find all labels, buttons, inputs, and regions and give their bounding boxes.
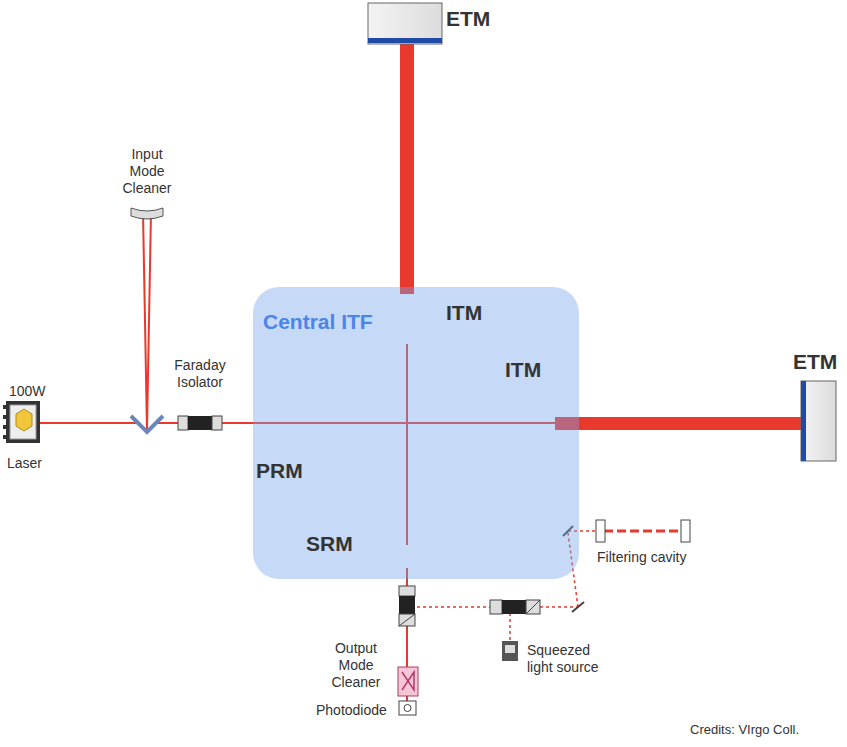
- rotator: [188, 416, 212, 430]
- polarizer: [490, 600, 502, 614]
- squeezed-beam: [417, 606, 490, 608]
- mirror-label: ETM: [793, 349, 837, 374]
- arm-beam: [400, 44, 414, 294]
- beam: [40, 422, 138, 424]
- mirror-label: PRM: [256, 458, 303, 483]
- laser-housing: [6, 401, 40, 443]
- component-label: Faraday Isolator: [165, 357, 235, 391]
- pbs-face: [526, 600, 540, 614]
- polarizer: [399, 614, 415, 626]
- credit-note: Credits: VIrgo Coll.: [690, 722, 799, 738]
- squeezer: [502, 641, 518, 661]
- laser-pin: [3, 405, 6, 409]
- polarizer: [212, 416, 222, 430]
- rotator: [502, 600, 526, 614]
- polarizer: [399, 586, 415, 596]
- mirror-label: ITM: [446, 300, 482, 325]
- beam: [143, 212, 147, 430]
- photodiode-sensor: [404, 705, 411, 712]
- imc-mirror: [131, 208, 163, 219]
- rotator: [399, 596, 415, 614]
- pbs-face: [399, 614, 415, 626]
- component-label: Output Mode Cleaner: [322, 640, 390, 690]
- laser-crystal: [16, 409, 32, 431]
- steering-mirror: [572, 602, 584, 612]
- polarizer: [178, 416, 188, 430]
- squeezed-beam: [509, 612, 511, 640]
- imc-input-mirrors: [131, 416, 163, 432]
- component-label: Input Mode Cleaner: [112, 146, 182, 196]
- component-label: Photodiode: [316, 702, 387, 719]
- mirror-label: SRM: [306, 531, 353, 556]
- omc-beam-path: [402, 672, 414, 690]
- photodiode: [399, 701, 416, 715]
- laser-housing: [10, 405, 36, 439]
- laser-pin: [3, 415, 6, 419]
- polarizer: [526, 600, 540, 614]
- mirror-coating: [801, 381, 806, 461]
- laser-pin: [3, 425, 6, 429]
- beam: [147, 212, 151, 430]
- component-label: 100W: [9, 383, 46, 400]
- output-isolator: [399, 586, 415, 626]
- component-label: Laser: [7, 455, 42, 472]
- cavity-mirror: [596, 520, 605, 542]
- squeezer-isolator: [490, 600, 540, 614]
- laser-pins: [3, 405, 6, 439]
- squeezed-beam: [540, 606, 578, 608]
- region-band: Central ITF: [253, 287, 579, 579]
- faraday-isolator: [178, 416, 222, 430]
- mirror-coating: [368, 38, 442, 43]
- end-test-mass: [368, 3, 442, 44]
- filter-cavity-beam: [604, 530, 682, 533]
- arm-beam: [555, 417, 801, 430]
- component-label: Filtering cavity: [597, 549, 686, 566]
- mirror-label: ITM: [505, 357, 541, 382]
- end-test-mass: [801, 381, 836, 461]
- laser-pin: [3, 435, 6, 439]
- region-title: Central ITF: [263, 309, 579, 334]
- cavity-mirror: [681, 520, 690, 542]
- component-label: Squeezed light source: [527, 642, 611, 676]
- output-mode-cleaner: [398, 667, 418, 696]
- mirror-label: ETM: [446, 6, 490, 31]
- squeezer-window: [505, 645, 515, 653]
